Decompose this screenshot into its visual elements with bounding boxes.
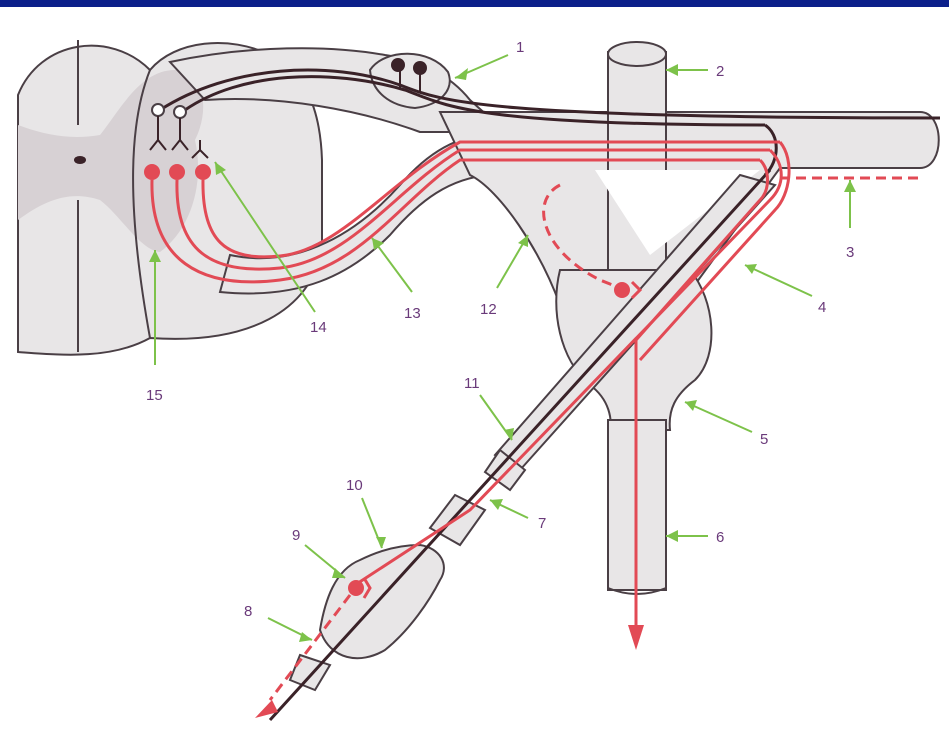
label-12: 12: [480, 301, 497, 318]
interneuron-2: [174, 106, 186, 118]
label-4: 4: [818, 299, 826, 316]
label-11: 11: [464, 375, 480, 392]
label-10: 10: [346, 477, 363, 494]
motor-cell-3: [195, 164, 211, 180]
label-5: 5: [760, 431, 768, 448]
arrowhead-1: [455, 68, 468, 80]
leader-4: [745, 265, 812, 296]
motor-cell-2: [169, 164, 185, 180]
label-7: 7: [538, 515, 546, 532]
label-14: 14: [310, 319, 327, 336]
ganglion-cell-2: [413, 61, 427, 75]
label-2: 2: [716, 63, 724, 80]
label-3: 3: [846, 244, 854, 261]
label-13: 13: [404, 305, 421, 322]
interneuron-1: [152, 104, 164, 116]
arrowhead-6: [666, 530, 678, 542]
label-6: 6: [716, 529, 724, 546]
label-9: 9: [292, 527, 300, 544]
arrow-down: [628, 625, 644, 650]
prevertebral-ganglion: [320, 545, 444, 658]
motor-cell-1: [144, 164, 160, 180]
arrowhead-2: [666, 64, 678, 76]
ganglion-cell-1: [391, 58, 405, 72]
synapse-9: [348, 580, 364, 596]
synapse-12: [614, 282, 630, 298]
leader-5: [685, 402, 752, 432]
label-1: 1: [516, 39, 524, 56]
central-canal: [74, 156, 86, 164]
trunk-ganglion: [556, 270, 711, 430]
label-15: 15: [146, 387, 163, 404]
arrowhead-3: [844, 180, 856, 192]
label-8: 8: [244, 603, 252, 620]
trunk-top: [608, 42, 666, 66]
